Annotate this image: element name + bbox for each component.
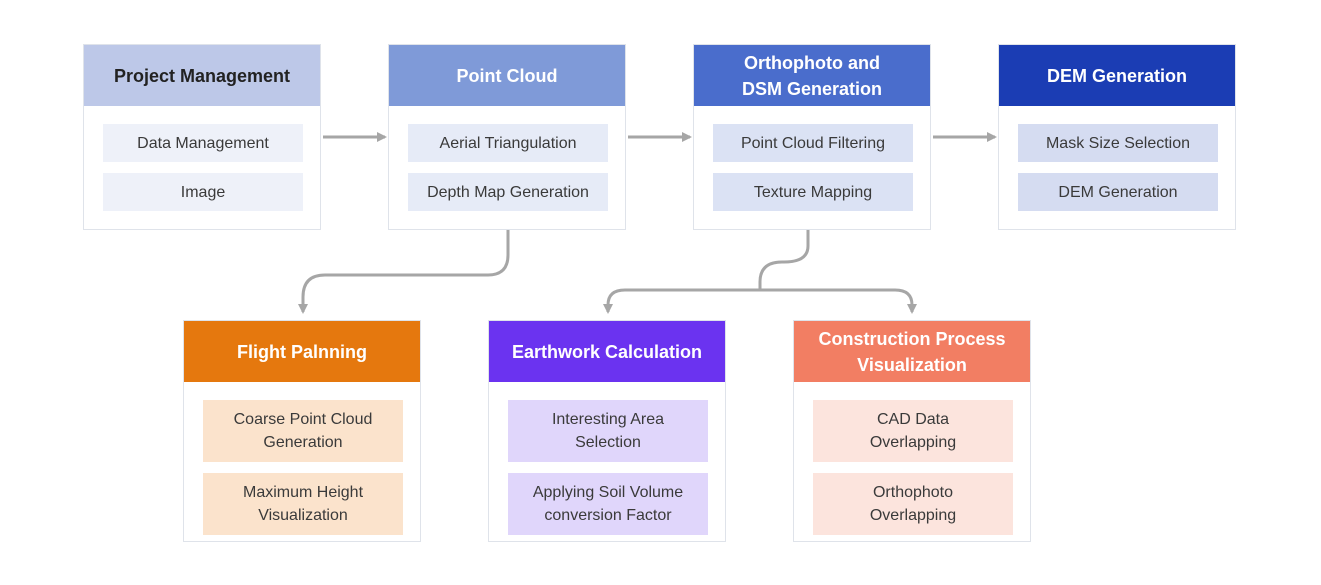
card-body: CAD Data Overlapping Orthophoto Overlapp… [794,382,1030,553]
card-body: Mask Size Selection DEM Generation [999,106,1235,229]
card-point-cloud: Point Cloud Aerial Triangulation Depth M… [388,44,626,230]
card-title: Point Cloud [389,45,625,106]
card-dem-generation: DEM Generation Mask Size Selection DEM G… [998,44,1236,230]
card-body: Coarse Point Cloud Generation Maximum He… [184,382,420,553]
card-construction-process-visualization: Construction Process Visualization CAD D… [793,320,1031,542]
arrow-ortho-to-construction [760,288,917,314]
item-cad-data-overlapping: CAD Data Overlapping [813,400,1013,462]
item-orthophoto-overlapping: Orthophoto Overlapping [813,473,1013,535]
arrow-ortho-to-earthwork [603,288,760,314]
card-title: Orthophoto and DSM Generation [694,45,930,106]
card-flight-planning: Flight Palnning Coarse Point Cloud Gener… [183,320,421,542]
item-maximum-height-visualization: Maximum Height Visualization [203,473,403,535]
card-title: Project Management [84,45,320,106]
card-body: Data Management Image [84,106,320,229]
arrow-ortho-branch-stem [758,230,810,290]
item-data-management: Data Management [103,124,303,162]
item-point-cloud-filtering: Point Cloud Filtering [713,124,913,162]
card-orthophoto-dsm-generation: Orthophoto and DSM Generation Point Clou… [693,44,931,230]
item-image: Image [103,173,303,211]
item-interesting-area-selection: Interesting Area Selection [508,400,708,462]
card-earthwork-calculation: Earthwork Calculation Interesting Area S… [488,320,726,542]
item-depth-map-generation: Depth Map Generation [408,173,608,211]
arrow-pointcloud-to-flight [298,230,510,314]
item-soil-volume-conversion-factor: Applying Soil Volume conversion Factor [508,473,708,535]
item-texture-mapping: Texture Mapping [713,173,913,211]
card-title: Flight Palnning [184,321,420,382]
item-mask-size-selection: Mask Size Selection [1018,124,1218,162]
card-body: Point Cloud Filtering Texture Mapping [694,106,930,229]
item-aerial-triangulation: Aerial Triangulation [408,124,608,162]
card-project-management: Project Management Data Management Image [83,44,321,230]
card-title: DEM Generation [999,45,1235,106]
card-title: Construction Process Visualization [794,321,1030,382]
card-body: Interesting Area Selection Applying Soil… [489,382,725,553]
card-title: Earthwork Calculation [489,321,725,382]
item-coarse-point-cloud-generation: Coarse Point Cloud Generation [203,400,403,462]
card-body: Aerial Triangulation Depth Map Generatio… [389,106,625,229]
item-dem-generation: DEM Generation [1018,173,1218,211]
